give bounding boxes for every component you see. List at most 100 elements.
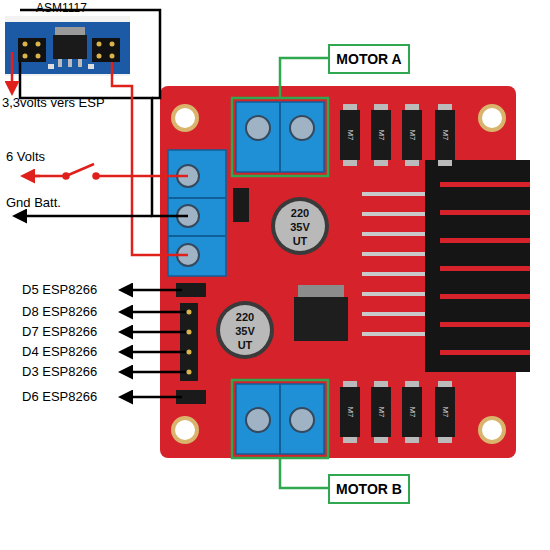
signal-arrow [130,289,182,292]
diode-lead [343,437,357,443]
chip-leg [78,59,82,67]
heatsink-body [425,160,530,372]
chip-pin [362,292,425,296]
battery-wire [32,175,188,178]
signal-label: 3,3volts vers ESP [2,96,105,109]
signal-arrow [130,371,186,374]
diode-lead [438,104,452,110]
regulator-tab [298,285,344,297]
fin-gap [440,266,530,271]
ground-arrow [24,215,152,218]
component-value: UT [293,236,308,247]
pin [97,54,102,59]
diode [340,110,360,160]
chip-leg [58,59,62,67]
signal-label: D4 ESP8266 [22,345,97,358]
jumper [233,188,249,222]
capacitor [216,301,274,359]
signal-arrow [130,351,186,354]
fin-gap [440,322,530,327]
component-value: 35V [290,222,310,233]
capacitor [271,197,329,255]
pin [36,42,41,47]
smd-part [88,64,94,69]
pin [187,310,192,315]
fin-gap [440,294,530,299]
chip-pin [362,312,425,316]
signal-label: D8 ESP8266 [22,305,97,318]
terminal-screw [290,408,314,432]
motor-highlights [232,58,328,488]
diode-lead [405,160,419,166]
component-value: 220 [236,312,254,323]
motor-label: MOTOR A [336,51,401,67]
diode-lead [374,437,388,443]
chip-pin [362,232,425,236]
terminal-divider [168,235,226,237]
capacitor-top [275,201,325,251]
diode [371,110,391,160]
leader-line [280,458,328,488]
diode [435,387,455,437]
fin-gap [440,210,530,215]
signal-label: D7 ESP8266 [22,325,97,338]
switch-lever [66,164,94,176]
terminal-divider [279,384,281,454]
terminal-screw [246,116,270,140]
diode-lead [343,160,357,166]
pin-header [18,38,46,62]
fin-gap [440,182,530,187]
part-marking: M7 [441,406,449,417]
pin [187,330,192,335]
diode-lead [438,160,452,166]
pin [110,54,115,59]
pin [110,42,115,47]
chip-pin [362,272,425,276]
diode [371,387,391,437]
signal-label: ASM1117 [36,2,87,14]
diode [340,387,360,437]
chip-pin [362,212,425,216]
regulator-chip [53,35,87,59]
part-marking: M7 [408,406,416,417]
diode-lead [438,437,452,443]
part-marking: M7 [346,406,354,417]
diode-lead [374,104,388,110]
pin-header [92,38,120,62]
ground-wire [20,62,188,216]
part-marking: M7 [346,129,354,140]
power-terminal [168,150,226,276]
diodes [340,104,455,443]
switch-contact [94,174,99,179]
battery-arrow [32,175,40,178]
component-value: 220 [291,208,309,219]
pin [23,54,28,59]
ground-wire [20,10,160,98]
motor-label-box: MOTOR A [328,44,410,74]
diode [435,110,455,160]
switch-contact [64,174,69,179]
l298n-board [160,86,530,458]
diode-lead [343,104,357,110]
component-value: 35V [235,326,255,337]
diode [402,110,422,160]
motor-b-terminal [236,384,324,454]
chip-pins [362,192,425,336]
chip-leg [68,59,72,67]
diode-lead [343,381,357,387]
terminal-screw [290,116,314,140]
terminal-body [168,150,226,276]
terminal-body [236,102,324,172]
heatsink [425,160,530,372]
diode-lead [374,160,388,166]
pin [36,54,41,59]
smd-part [48,64,54,69]
motor-label: MOTOR B [336,481,402,497]
regulator-tab [55,27,85,35]
pin [23,42,28,47]
terminal-screw [246,408,270,432]
chip-pin [362,192,425,196]
